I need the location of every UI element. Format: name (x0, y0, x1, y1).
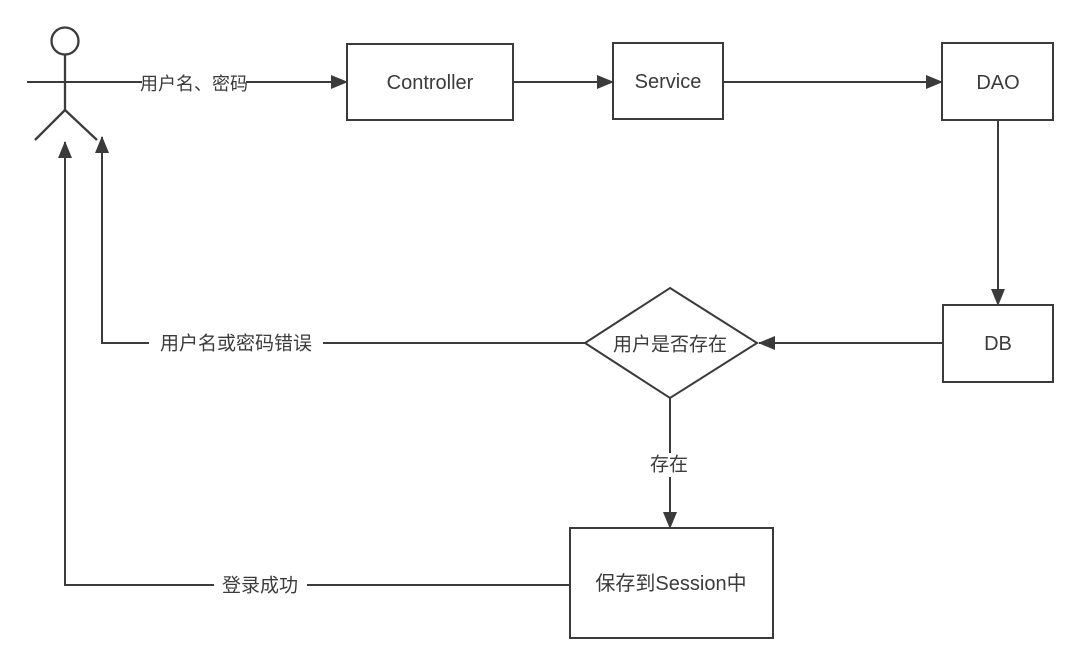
session-node: 保存到Session中 (569, 527, 774, 639)
session-box (569, 527, 774, 639)
decision-label: 用户是否存在 (613, 334, 727, 356)
edge-label-exists: 存在 (648, 453, 691, 477)
actor-head (50, 26, 80, 56)
edge-label-error: 用户名或密码错误 (149, 332, 323, 356)
decision-node: 用户是否存在 (583, 286, 759, 400)
db-label: DB (984, 333, 1012, 355)
edge-decision-to-user-error (95, 136, 585, 344)
edge-label-error-text: 用户名或密码错误 (160, 333, 312, 355)
edge-label-login-request: 用户名、密码 (140, 71, 248, 95)
controller-box (346, 43, 514, 121)
edge-session-to-user-success (58, 141, 570, 586)
label-backing (142, 71, 246, 95)
db-node: DB (942, 304, 1054, 383)
user-actor (34, 26, 98, 141)
label-backing (648, 453, 691, 477)
dao-box (941, 42, 1054, 121)
edge-label-username-password: 用户名、密码 (140, 74, 248, 94)
service-label: Service (635, 71, 702, 93)
session-label: 保存到Session中 (595, 572, 746, 595)
label-backing (214, 574, 307, 598)
label-backing (149, 332, 323, 356)
controller-node: Controller (346, 43, 514, 121)
actor-right-leg (64, 109, 98, 141)
decision-diamond (583, 286, 759, 400)
controller-label: Controller (387, 72, 474, 94)
service-box (612, 42, 724, 120)
dao-label: DAO (976, 72, 1019, 94)
edge-label-success: 登录成功 (214, 574, 307, 598)
service-node: Service (612, 42, 724, 120)
actor-left-leg (34, 109, 66, 141)
dao-node: DAO (941, 42, 1054, 121)
edge-label-success-text: 登录成功 (222, 575, 298, 597)
edge-label-exists-text: 存在 (650, 454, 688, 476)
db-box (942, 304, 1054, 383)
